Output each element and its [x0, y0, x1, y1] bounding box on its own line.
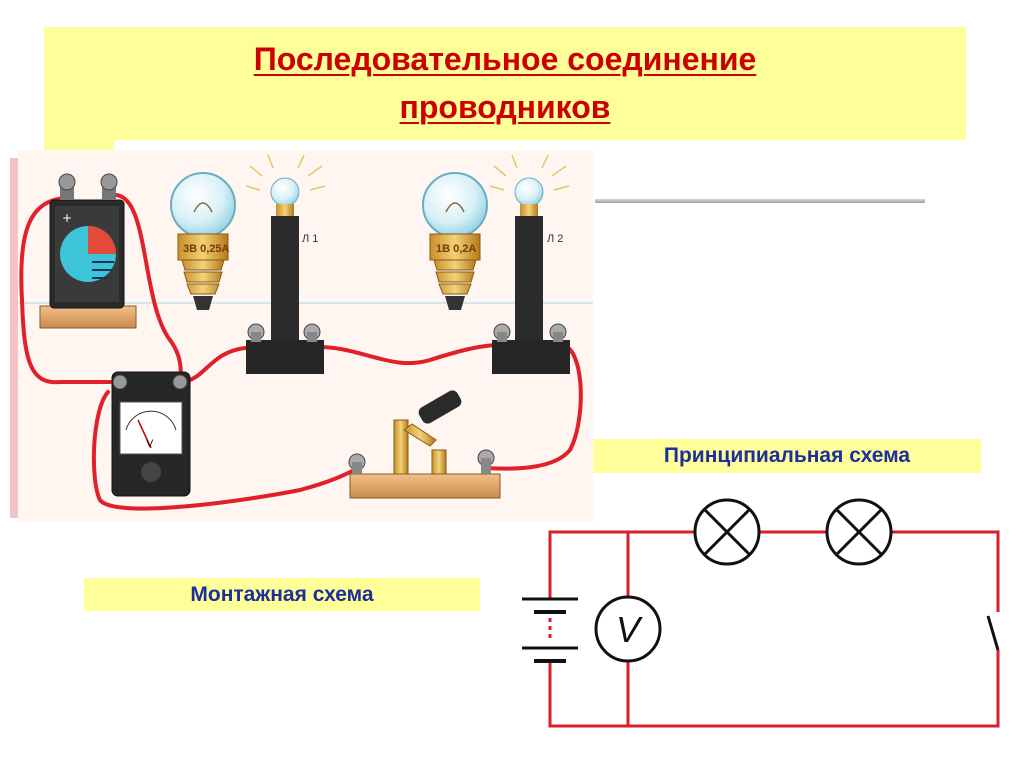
holder2-label: Л 2 [547, 233, 563, 245]
knife-switch [348, 390, 501, 499]
wire-holder1-to-holder2 [310, 343, 502, 366]
wires [19, 192, 583, 511]
svg-text:+: + [62, 211, 72, 225]
battery: + [39, 173, 137, 329]
slide-title-line-2: проводников [399, 89, 611, 125]
lamp1-marking: 3В 0,25А [183, 243, 230, 255]
lamp-holder-2: Л 2 [489, 154, 570, 374]
lamp2-marking: 1В 0,2А [436, 243, 476, 255]
wire-battery-to-holder1 [110, 192, 183, 384]
voltmeter-device: V [111, 371, 191, 497]
wire-battery-to-voltmeter [19, 196, 112, 385]
title-banner-tab [44, 138, 114, 150]
loose-bulb-2: 1В 0,2А [422, 172, 488, 310]
wire-holder2-to-switch [484, 343, 583, 471]
panel-edge [10, 158, 18, 518]
holder1-label: Л 1 [302, 233, 318, 245]
wiring-label: Монтажная схема [84, 578, 480, 611]
device-meter-symbol: V [146, 438, 154, 450]
divider-rule [595, 199, 925, 203]
lamp-holder-1: Л 1 [245, 154, 326, 374]
loose-bulb-1: 3В 0,25А [170, 172, 236, 310]
wire-voltmeter-to-switch [91, 390, 360, 511]
slide-title-line-1: Последовательное соединение [253, 41, 757, 77]
title-banner: Последовательное соединение проводников [44, 27, 966, 140]
schematic-label: Принципиальная схема [593, 439, 981, 473]
